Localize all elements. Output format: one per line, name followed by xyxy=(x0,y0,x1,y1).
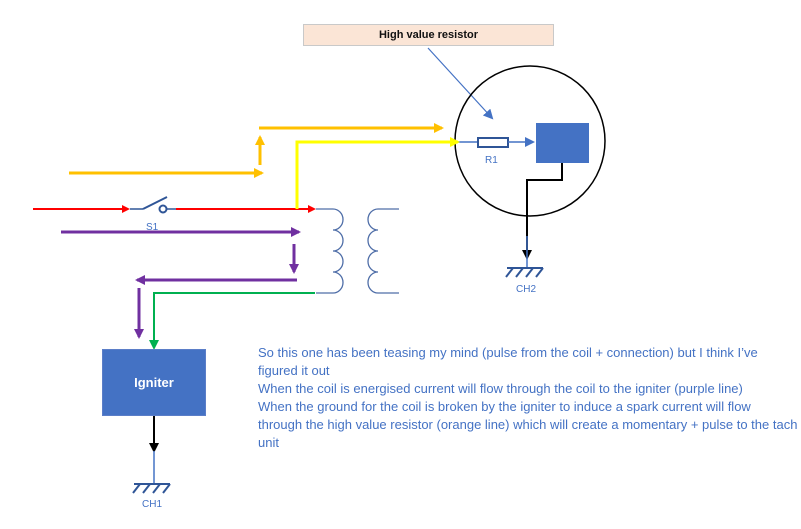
note-paragraph: So this one has been teasing my mind (pu… xyxy=(258,345,758,378)
note-paragraph: When the ground for the coil is broken b… xyxy=(258,399,798,450)
ground-ch1-label: CH1 xyxy=(142,499,163,510)
tach-input-block xyxy=(536,123,589,163)
note-paragraph: When the coil is energised current will … xyxy=(258,381,743,396)
igniter-block: Igniter xyxy=(102,349,206,416)
callout-pointer-arrow xyxy=(427,47,494,120)
ground-ch1-icon xyxy=(132,451,171,494)
resistor-r1-icon xyxy=(458,137,535,148)
tach-ground-wire xyxy=(522,163,563,260)
igniter-ground-line xyxy=(149,292,315,350)
resistor-feed-line xyxy=(295,137,460,209)
switch-s1-icon xyxy=(130,196,176,214)
high-value-resistor-callout: High value resistor xyxy=(303,24,554,46)
igniter-label: Igniter xyxy=(134,375,174,390)
explanation-notes: So this one has been teasing my mind (pu… xyxy=(258,344,798,452)
ignition-coil-icon xyxy=(316,208,399,294)
resistor-label: R1 xyxy=(485,155,498,166)
ground-ch2-icon xyxy=(505,236,544,278)
ground-ch2-label: CH2 xyxy=(516,284,537,295)
switch-label: S1 xyxy=(146,222,159,233)
